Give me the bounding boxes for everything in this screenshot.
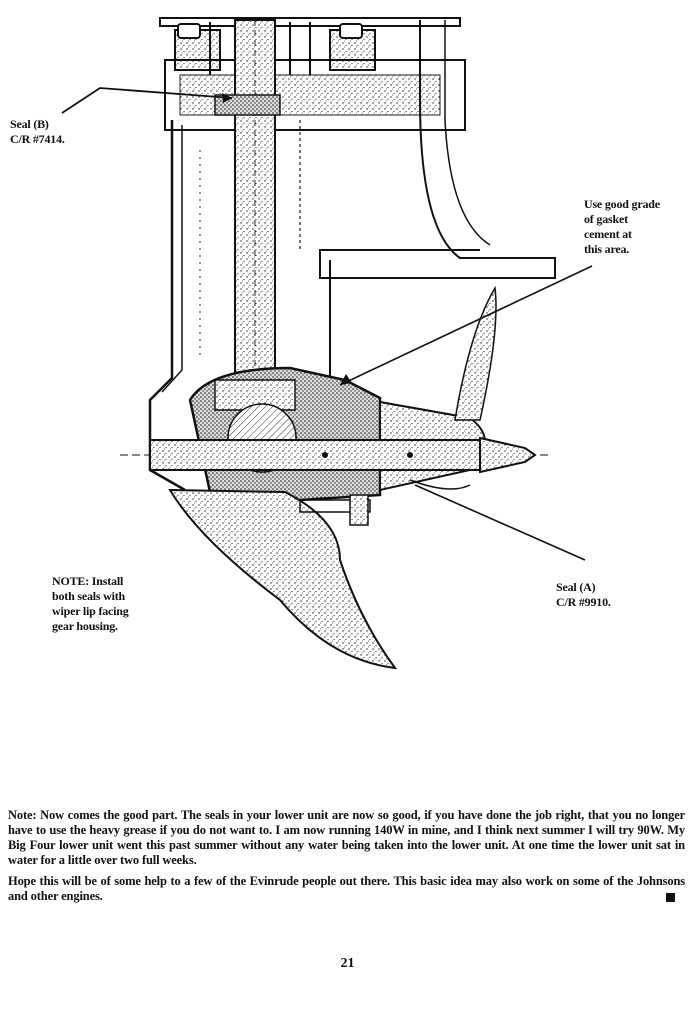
closing-paragraph: Hope this will be of some help to a few …	[8, 874, 685, 904]
seal-a-callout: Seal (A) C/R #9910.	[556, 580, 611, 610]
note-paragraph: Note: Now comes the good part. The seals…	[8, 808, 685, 867]
end-of-article-mark	[666, 893, 675, 902]
page-number: 21	[340, 956, 355, 971]
callout-line: wiper lip facing	[52, 604, 129, 618]
gear-case	[188, 366, 486, 502]
callout-line: gear housing.	[52, 619, 118, 633]
callout-line: Use good grade	[584, 197, 660, 211]
leader-lines	[61, 87, 593, 561]
propeller-shaft	[120, 436, 548, 474]
lower-unit-cutaway-diagram	[61, 17, 593, 670]
callout-line: this area.	[584, 242, 630, 256]
callout-line: both seals with	[52, 589, 126, 603]
closing-text: Hope this will be of some help to a few …	[8, 874, 685, 903]
callout-line: of gasket	[584, 212, 628, 226]
install-note-callout: NOTE: Install both seals with wiper lip …	[52, 574, 129, 634]
drive-shaft	[214, 19, 281, 381]
callout-line: NOTE: Install	[52, 574, 124, 588]
skeg-bolts	[299, 494, 371, 526]
seal-b-callout: Seal (B) C/R #7414.	[10, 117, 65, 147]
body-text: Note: Now comes the good part. The seals…	[8, 808, 685, 910]
callout-line: C/R #9910.	[556, 595, 611, 609]
callout-line: Seal (B)	[10, 117, 49, 131]
gear-housing-leg	[148, 20, 556, 492]
propeller	[168, 285, 497, 670]
callout-line: Seal (A)	[556, 580, 596, 594]
callout-line: C/R #7414.	[10, 132, 65, 146]
callout-line: cement at	[584, 227, 632, 241]
gasket-cement-callout: Use good grade of gasket cement at this …	[584, 197, 660, 257]
